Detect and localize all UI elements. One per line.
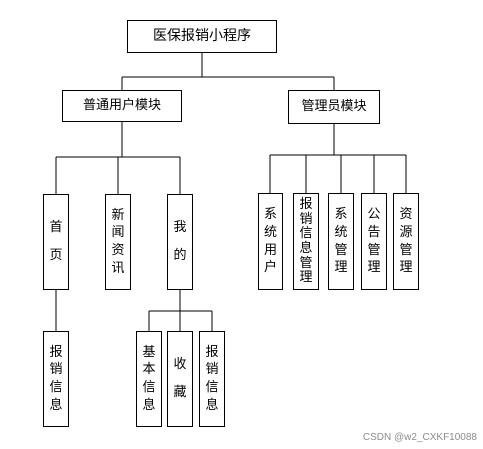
notice-mgmt-label: 公告管理 xyxy=(367,207,381,276)
news-node: 新闻资讯 xyxy=(105,194,131,290)
admin-module-node: 管理员模块 xyxy=(288,90,380,124)
root-node: 医保报销小程序 xyxy=(127,20,277,53)
user-module-label: 普通用户模块 xyxy=(82,98,161,114)
system-users-label: 系统用户 xyxy=(263,207,277,276)
favorites-node: 收藏 xyxy=(167,331,193,427)
admin-module-label: 管理员模块 xyxy=(301,99,367,115)
basic-info-label: 基本信息 xyxy=(142,344,156,413)
resource-mgmt-node: 资源管理 xyxy=(393,193,419,290)
home-node: 首页 xyxy=(43,194,69,290)
user-module-node: 普通用户模块 xyxy=(62,90,182,122)
mine-claim-info-label: 报销信息 xyxy=(205,344,219,413)
system-mgmt-node: 系统管理 xyxy=(328,193,354,290)
home-claim-info-label: 报销信息 xyxy=(49,344,63,413)
home-claim-info-node: 报销信息 xyxy=(43,331,69,427)
basic-info-node: 基本信息 xyxy=(136,331,162,427)
watermark-text: CSDN @w2_CXKF10088 xyxy=(362,432,477,443)
system-users-node: 系统用户 xyxy=(258,193,283,290)
mine-label: 我的 xyxy=(173,220,187,263)
mine-claim-info-node: 报销信息 xyxy=(199,331,225,427)
mine-node: 我的 xyxy=(167,194,193,290)
system-mgmt-label: 系统管理 xyxy=(334,207,348,276)
notice-mgmt-node: 公告管理 xyxy=(361,193,387,290)
root-label: 医保报销小程序 xyxy=(153,28,251,45)
claim-mgmt-node: 报销信息管理 xyxy=(293,193,319,290)
news-label: 新闻资讯 xyxy=(111,207,125,276)
favorites-label: 收藏 xyxy=(173,357,187,400)
home-label: 首页 xyxy=(49,220,63,263)
resource-mgmt-label: 资源管理 xyxy=(399,207,413,276)
claim-mgmt-label: 报销信息管理 xyxy=(299,197,313,286)
